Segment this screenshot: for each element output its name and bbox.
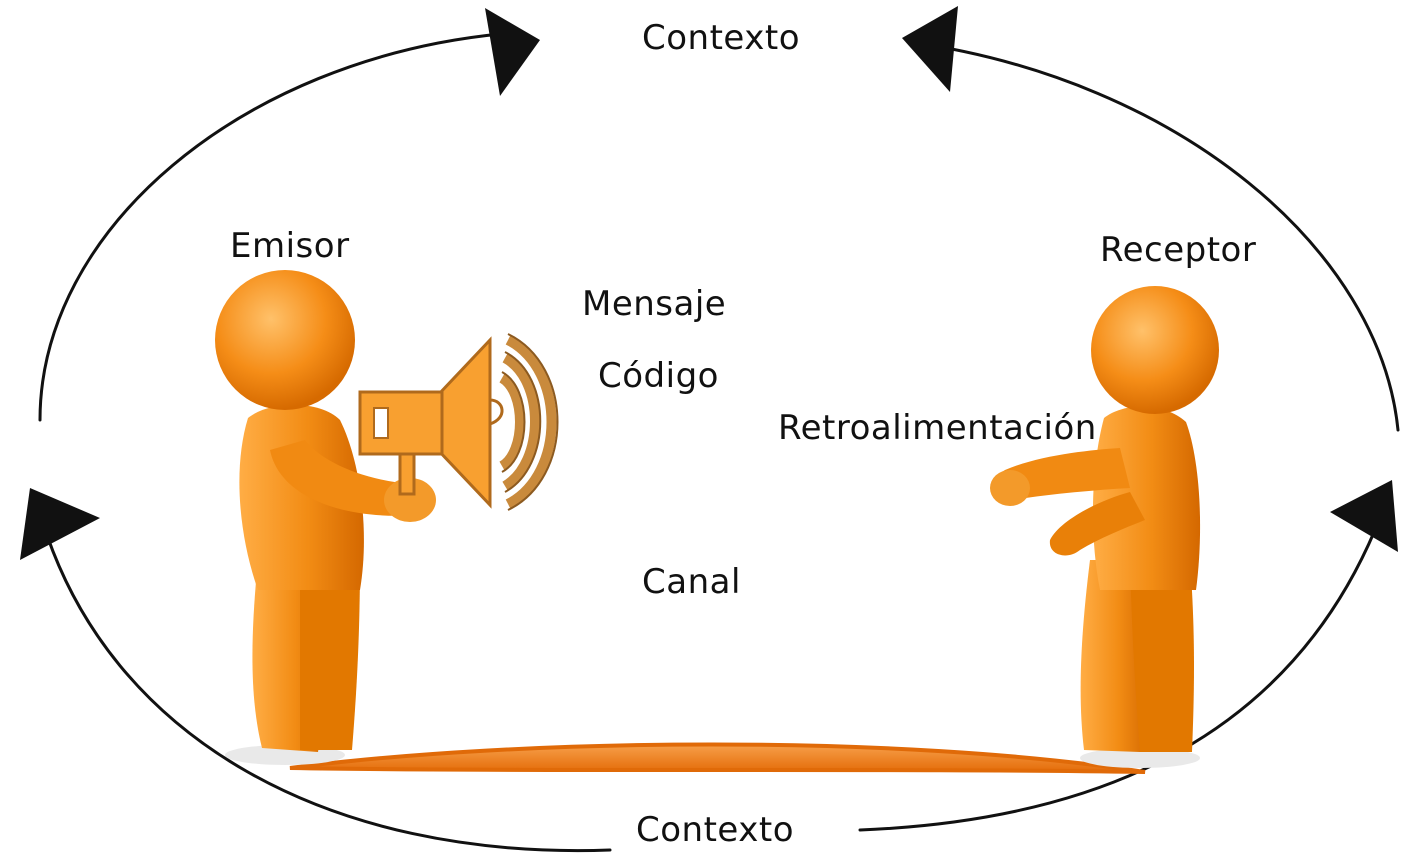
arrowhead-left [20,488,100,560]
ground-channel [289,742,1146,774]
arrow-top-left [38,32,502,422]
label-contexto-bottom: Contexto [636,810,794,850]
megaphone-icon [358,333,559,511]
label-mensaje: Mensaje [582,284,727,324]
emisor-figure [215,270,436,765]
label-contexto-top: Contexto [642,18,800,58]
arrowheads [20,6,1398,560]
label-codigo: Código [598,356,719,396]
label-canal: Canal [642,562,741,602]
receptor-figure [990,286,1219,768]
label-retroalimentacion: Retroalimentación [778,408,1097,448]
arrowhead-right [1330,480,1398,552]
arrowhead-top-left [485,8,540,96]
arrow-bottom-left [40,518,612,853]
arrowhead-top-right [902,6,958,92]
arrow-top-right [908,40,1400,432]
label-receptor: Receptor [1100,230,1257,270]
label-emisor: Emisor [230,226,350,266]
